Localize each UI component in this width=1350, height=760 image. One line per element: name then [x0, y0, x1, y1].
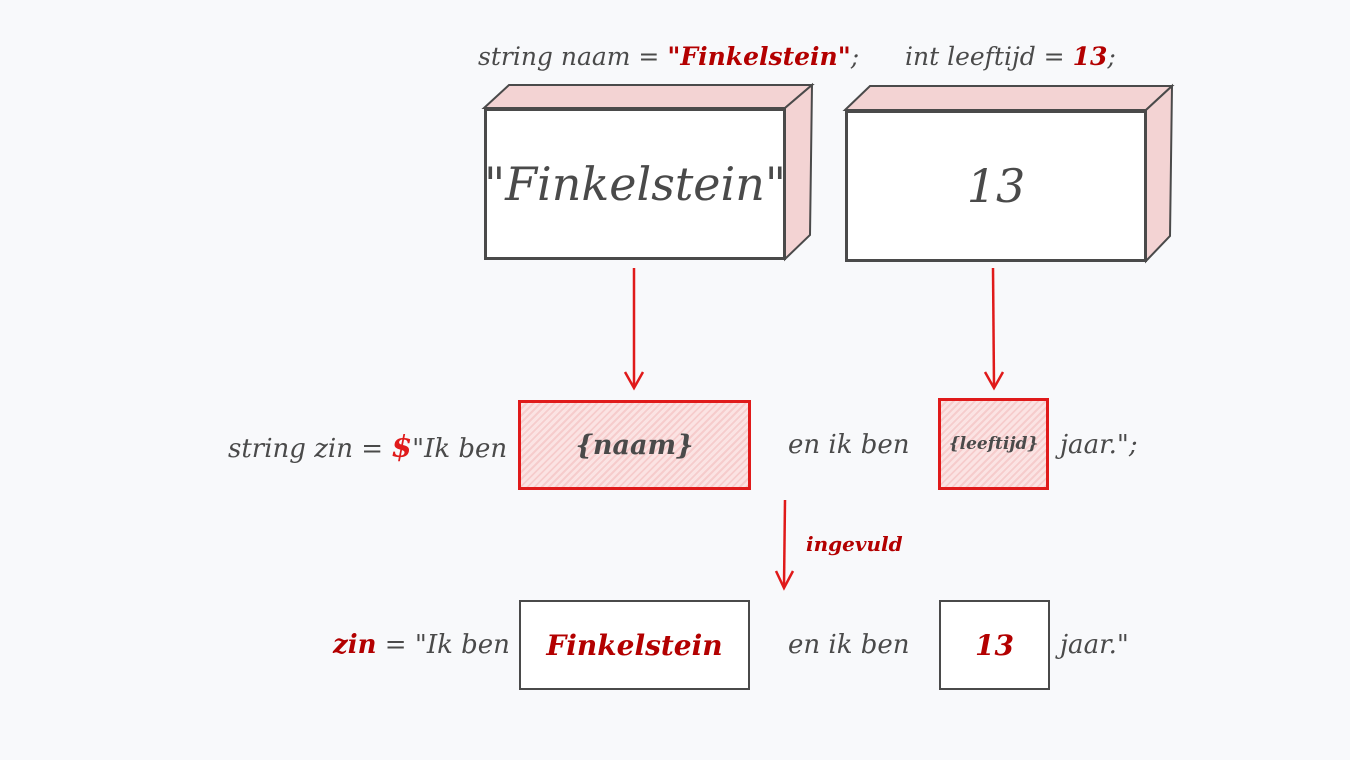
declaration-naam: string naam = "Finkelstein";	[478, 42, 859, 71]
result-var: zin	[333, 630, 377, 660]
placeholder-leeftijd-slot: {leeftijd}	[938, 398, 1049, 490]
declaration-leeftijd-prefix: int leeftijd =	[905, 42, 1073, 71]
template-text-before: "Ik ben	[412, 434, 508, 464]
result-equals-open: = "Ik ben	[376, 630, 510, 660]
placeholder-naam: {naam}	[575, 429, 694, 461]
template-prefix: string zin =	[228, 434, 392, 464]
declaration-leeftijd-suffix: ;	[1107, 42, 1116, 71]
placeholder-leeftijd: {leeftijd}	[948, 434, 1039, 454]
arrow-naam-down	[623, 268, 645, 391]
result-leeftijd-slot: 13	[939, 600, 1050, 690]
placeholder-naam-slot: {naam}	[518, 400, 751, 490]
result-naam-filled: Finkelstein	[546, 628, 723, 662]
result-line-start: zin = "Ik ben	[333, 630, 510, 660]
result-naam-slot: Finkelstein	[519, 600, 750, 690]
leeftijd-box-value: 13	[966, 159, 1026, 213]
template-line-start: string zin = $"Ik ben	[228, 430, 507, 465]
template-text-middle: en ik ben	[788, 430, 910, 460]
declaration-naam-value: "Finkelstein"	[667, 42, 851, 71]
declaration-naam-suffix: ;	[850, 42, 860, 71]
naam-box-value: "Finkelstein"	[483, 157, 787, 211]
declaration-leeftijd-value: 13	[1072, 42, 1108, 71]
result-text-middle: en ik ben	[788, 630, 910, 660]
arrow-label-ingevuld: ingevuld	[806, 532, 903, 556]
declaration-naam-prefix: string naam =	[478, 42, 668, 71]
arrow-leeftijd-down	[983, 267, 1005, 391]
dollar-sign: $	[391, 430, 413, 465]
result-leeftijd-filled: 13	[975, 628, 1014, 662]
naam-box: "Finkelstein"	[484, 108, 786, 260]
leeftijd-box: 13	[845, 110, 1147, 262]
result-text-after: jaar."	[1060, 630, 1129, 660]
declaration-leeftijd: int leeftijd = 13;	[905, 42, 1116, 71]
arrow-ingevuld-down	[774, 499, 795, 591]
template-text-after: jaar.";	[1060, 430, 1138, 460]
